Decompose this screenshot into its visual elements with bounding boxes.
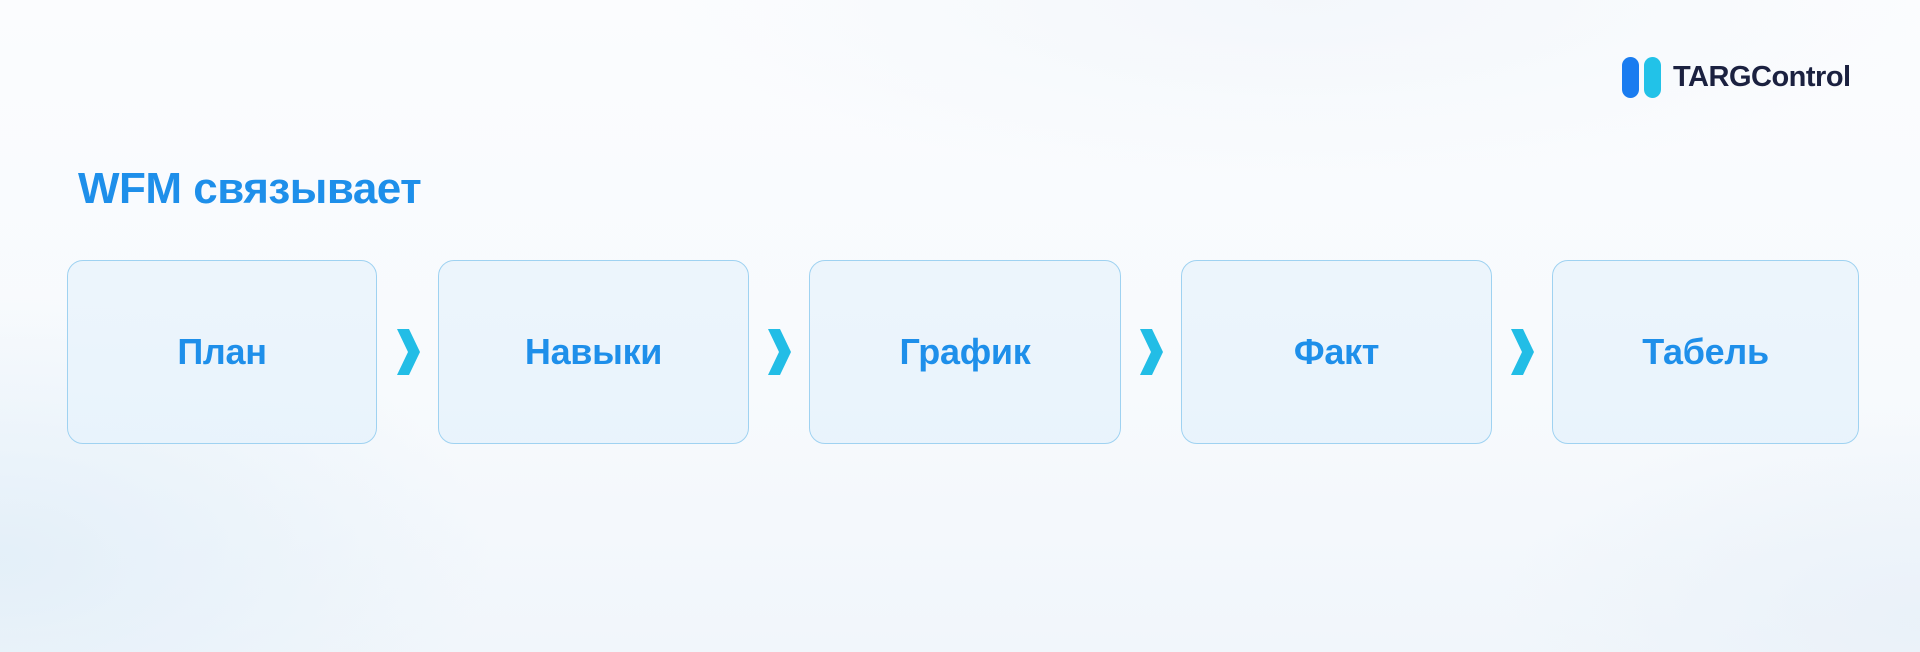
flow-step-plan: План xyxy=(67,260,377,444)
flow-step-label: Навыки xyxy=(524,331,663,372)
flow-step-label: График xyxy=(899,331,1031,372)
page-title: WFM связывает xyxy=(78,164,422,213)
logo-bar-right xyxy=(1644,57,1661,98)
brand-logo: TARGControl xyxy=(1622,57,1851,98)
brand-name: TARGControl xyxy=(1673,61,1851,93)
process-flow: План Навыки График Факт Табель xyxy=(67,260,1859,444)
logo-bar-left xyxy=(1622,57,1639,98)
logo-mark-icon xyxy=(1622,57,1661,98)
flow-step-schedule: График xyxy=(809,260,1121,444)
chevron-right-icon xyxy=(765,327,793,377)
flow-step-skills: Навыки xyxy=(438,260,749,444)
chevron-right-icon xyxy=(1508,327,1536,377)
flow-step-timesheet: Табель xyxy=(1552,260,1859,444)
flow-step-label: Табель xyxy=(1642,331,1769,372)
chevron-right-icon xyxy=(1137,327,1165,377)
flow-step-label: План xyxy=(177,331,267,372)
chevron-right-icon xyxy=(394,327,422,377)
flow-step-label: Факт xyxy=(1293,331,1380,372)
flow-step-fact: Факт xyxy=(1181,260,1492,444)
